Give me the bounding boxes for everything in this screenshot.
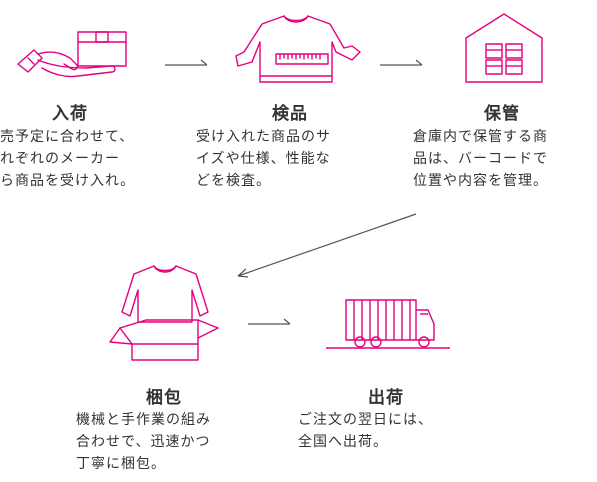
step-desc-inspection: 受け入れた商品のサ イズや仕様、性能な どを検査。 [196,126,331,192]
desc-line: どを検査。 [196,173,271,189]
desc-line: ご注文の翌日には、 [298,412,433,428]
desc-line: 合わせで、迅速かつ [76,434,211,450]
arrow-diagonal-icon [230,212,420,282]
desc-line: イズや仕様、性能な [196,151,331,167]
arrow-right-icon [380,59,426,69]
desc-line: 位置や内容を管理。 [413,173,548,189]
sweater-ruler-icon [232,12,364,88]
arrow-right-icon [248,318,294,328]
desc-line: 丁寧に梱包。 [76,456,166,472]
warehouse-icon [462,10,546,86]
desc-line: 売予定に合わせて、 [0,129,135,145]
step-desc-storage: 倉庫内で保管する商 品は、バーコードで 位置や内容を管理。 [413,126,548,192]
desc-line: 受け入れた商品のサ [196,129,331,145]
truck-icon [326,296,450,354]
step-title-storage: 保管 [484,104,520,124]
desc-line: 倉庫内で保管する商 [413,129,548,145]
step-title-receiving: 入荷 [52,104,88,124]
step-title-inspection: 検品 [272,104,308,124]
sweater-box-icon [106,262,224,362]
desc-line: 品は、バーコードで [413,151,548,167]
desc-line: 全国へ出荷。 [298,434,388,450]
desc-line: れぞれのメーカー [0,151,120,167]
step-desc-packing: 機械と手作業の組み 合わせで、迅速かつ 丁寧に梱包。 [76,409,211,475]
step-title-packing: 梱包 [146,388,182,408]
desc-line: ら商品を受け入れ。 [0,173,136,189]
step-desc-shipping: ご注文の翌日には、 全国へ出荷。 [298,409,433,453]
step-desc-receiving: 売予定に合わせて、 れぞれのメーカー ら商品を受け入れ。 [0,126,135,192]
desc-line: 機械と手作業の組み [76,412,211,428]
arrow-right-icon [165,59,211,69]
step-title-shipping: 出荷 [368,388,404,408]
handshake-box-icon [16,24,136,86]
